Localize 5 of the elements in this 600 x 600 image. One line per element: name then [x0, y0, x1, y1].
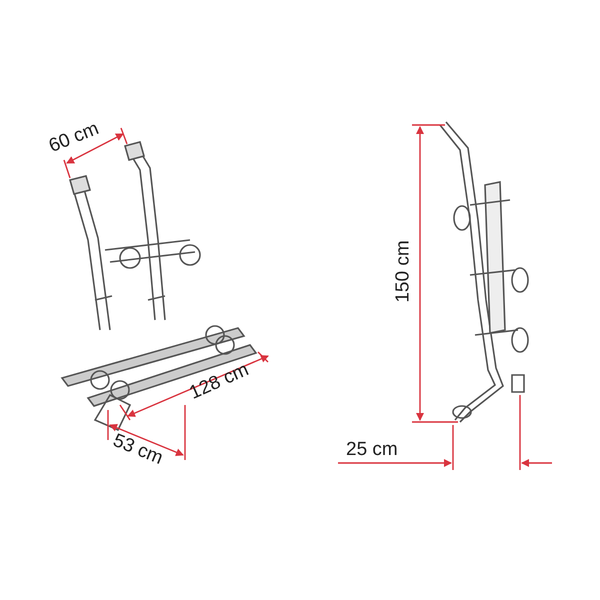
- dimension-label: 25 cm: [346, 440, 398, 459]
- dimension-label: 128 cm: [186, 360, 252, 403]
- dimension-label: 60 cm: [46, 119, 102, 156]
- dimension-label: 53 cm: [110, 431, 166, 468]
- dimension-label: 150 cm: [394, 240, 413, 303]
